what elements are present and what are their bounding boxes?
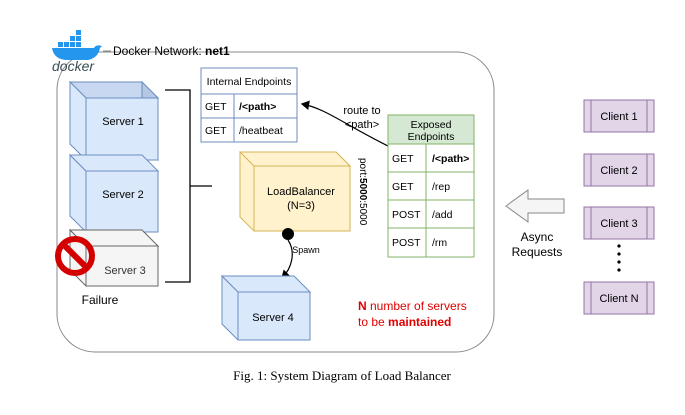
spawn-label: Spawn [292,245,320,255]
exposed-row-4-method: POST [392,237,421,249]
docker-network-boundary [56,51,495,353]
exposed-row-3-path: /add [432,209,453,221]
client-3: Client 3 [583,206,655,240]
docker-logo-text: docker [52,58,95,74]
async-label-line1: Async [521,230,554,244]
async-arrow-icon [505,189,565,223]
client-3-label: Client 3 [600,218,637,230]
route-label-line1: route to [343,105,380,117]
servers-bracket [165,89,212,283]
load-balancer: LoadBalancer (N=3) [238,151,352,232]
server-3: Server 3 [68,228,160,287]
server-4-label: Server 4 [252,312,294,324]
servers-note-line1: N number of servers [358,299,467,313]
async-label-line2: Requests [512,245,563,259]
internal-row-1-method: GET [205,101,227,113]
exposed-row-2-path: /rep [432,181,450,193]
exposed-endpoints-title-1: Exposed [411,119,452,131]
docker-logo-icon [52,30,102,60]
spawn-dot [282,228,294,240]
server-4: Server 4 [220,274,312,341]
internal-row-2-method: GET [205,125,227,137]
internal-row-2-path: /heatbeat [239,125,283,137]
prohibited-icon [55,236,95,276]
server-3-label: Server 3 [104,265,146,277]
exposed-row-4-path: /rm [432,237,447,249]
port-label: port:5000:5000 [357,158,368,226]
exposed-row-1-path: /<path> [432,153,469,165]
client-1: Client 1 [583,99,655,133]
servers-note-line2: to be maintained [358,315,451,329]
route-label-line2: <path> [345,119,379,131]
client-n: Client N [583,281,655,315]
exposed-row-2-method: GET [392,181,414,193]
exposed-row-3-method: POST [392,209,421,221]
load-balancer-label-1: LoadBalancer [267,186,335,198]
server-2-label: Server 2 [102,189,144,201]
spawn-arrow [281,239,293,279]
client-n-label: Client N [599,293,638,305]
figure-caption: Fig. 1: System Diagram of Load Balancer [233,368,451,383]
internal-row-1-path: /<path> [239,101,276,113]
exposed-endpoints-title-2: Endpoints [408,131,455,143]
client-1-label: Client 1 [600,111,637,123]
internal-endpoints-table: Internal Endpoints GET /<path> GET /heat… [200,67,298,143]
internal-endpoints-title: Internal Endpoints [207,76,292,88]
client-2: Client 2 [583,153,655,187]
route-arrow [300,100,393,149]
docker-network-title: Docker Network: net1 [113,44,230,58]
failure-label: Failure [82,293,119,307]
server-1-label: Server 1 [102,116,144,128]
exposed-row-1-method: GET [392,153,414,165]
exposed-endpoints-table: Exposed Endpoints GET /<path> GET /rep P… [387,114,475,258]
server-2: Server 2 [68,153,160,233]
load-balancer-label-2: (N=3) [287,200,315,212]
ellipsis-dots [617,244,621,272]
client-2-label: Client 2 [600,165,637,177]
server-1: Server 1 [68,80,160,162]
